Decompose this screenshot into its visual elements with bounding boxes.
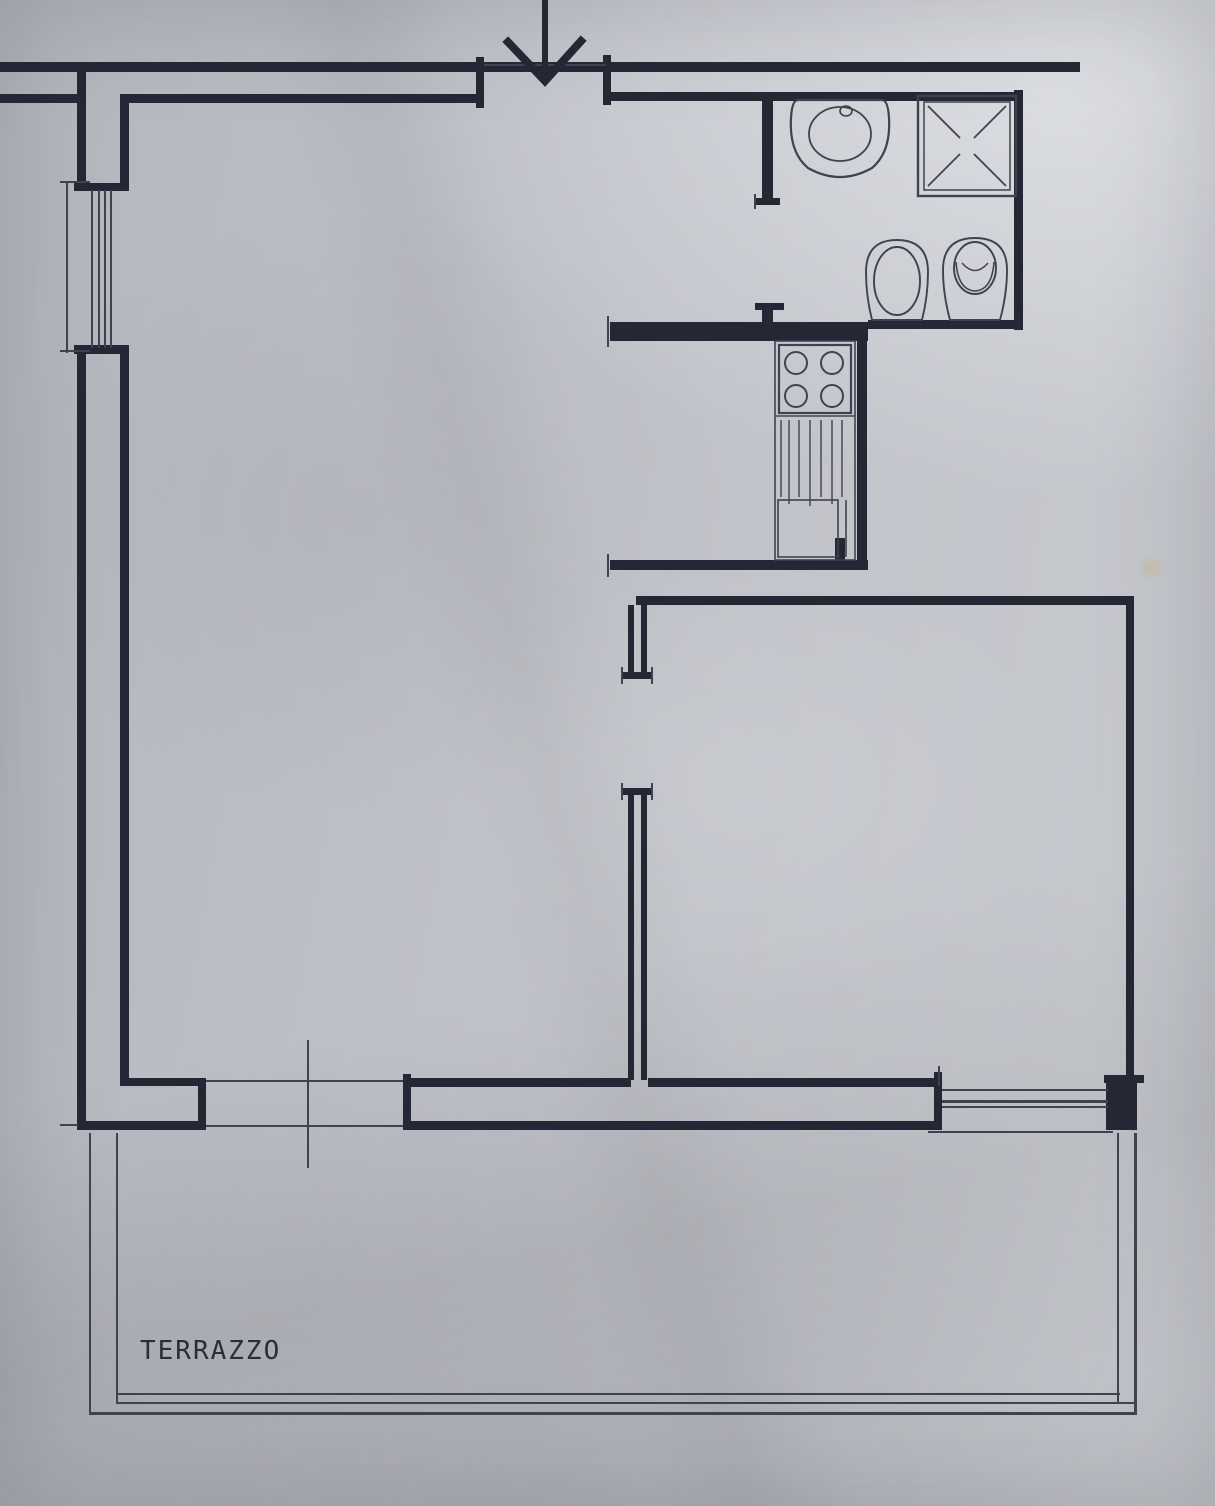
construction-thin-lines — [60, 64, 1113, 1168]
drainer-icon — [775, 415, 855, 506]
bidet-icon — [942, 237, 1008, 321]
terrace-railing — [89, 1133, 1137, 1415]
kitchen-walls — [610, 322, 868, 570]
terrazzo-label: TERRAZZO — [140, 1336, 281, 1366]
wash-basin-icon — [789, 98, 891, 178]
bathroom-walls — [755, 90, 1023, 330]
walls-thick — [0, 55, 1144, 1130]
shower-icon — [916, 94, 1018, 198]
entrance-arrow-icon — [502, 0, 587, 87]
left-window — [60, 181, 112, 353]
bedroom-walls — [636, 596, 1144, 1130]
bedroom-window — [928, 1066, 1113, 1133]
terrace: TERRAZZO — [89, 1133, 1137, 1415]
bathroom — [789, 94, 1018, 321]
cooktop-icon — [777, 343, 853, 415]
paper-stain — [1141, 559, 1163, 577]
bedroom-partition-wall — [623, 605, 651, 1080]
wall-tick-marks — [607, 194, 756, 800]
kitchen — [774, 340, 856, 561]
kitchen-counter-outline — [774, 340, 856, 561]
toilet-icon — [865, 239, 929, 321]
living-room-bottom-wall — [403, 1072, 942, 1130]
terrace-door-opening — [60, 1040, 403, 1168]
left-exterior-wall — [74, 70, 206, 1130]
exterior-top-wall — [0, 55, 1080, 108]
kitchen-sink-icon — [777, 499, 847, 558]
